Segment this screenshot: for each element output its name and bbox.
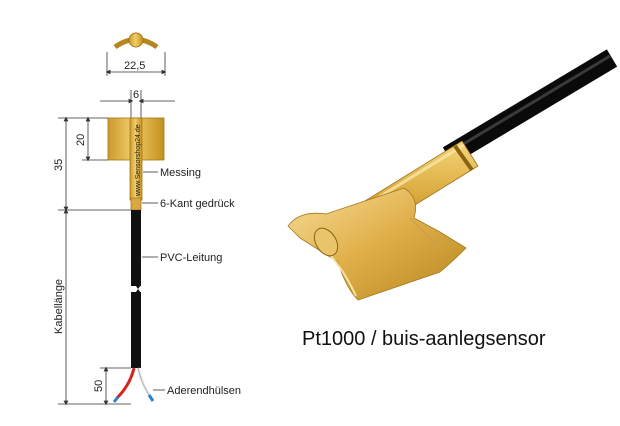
- callout-hex-label: 6-Kant gedrück: [160, 198, 235, 210]
- top-view-clip: [113, 32, 159, 50]
- hex-crimp: [130, 197, 142, 211]
- dimension-top-width: 22,5: [105, 52, 167, 76]
- dimension-sleeve-length: 35: [53, 116, 131, 212]
- cable-lower: [131, 292, 141, 368]
- dimension-end-length-label: 50: [93, 380, 105, 392]
- callout-hex: 6-Kant gedrück: [142, 198, 235, 210]
- dimension-cable-length-label: Kabellänge: [53, 279, 65, 334]
- callout-brass: Messing: [143, 167, 201, 179]
- dimension-sleeve-length-label: 35: [53, 159, 65, 171]
- dimension-top-width-label: 22,5: [124, 60, 145, 72]
- cable-upper: [131, 210, 141, 286]
- wire-ends: [112, 367, 155, 403]
- dimension-head-height-label: 20: [75, 134, 87, 146]
- dimension-end-length: 50: [93, 366, 131, 406]
- callout-ferrules-label: Aderendhülsen: [167, 385, 241, 397]
- photo-cable: [442, 49, 618, 165]
- sensorshop-watermark: www.Sensorshop24.de: [135, 124, 142, 197]
- callout-brass-label: Messing: [160, 167, 201, 179]
- dimension-head-height: 20: [75, 116, 108, 162]
- technical-drawing: 22,5 6 www.Sensorshop24.de: [53, 32, 241, 406]
- photo-tube-end: [313, 227, 339, 257]
- dimension-cable-length: Kabellänge: [53, 208, 131, 406]
- ferrule-red: [112, 396, 120, 403]
- ferrule-white: [147, 394, 155, 402]
- dimension-stem-width: 6: [100, 89, 175, 118]
- callout-cable: PVC-Leitung: [142, 252, 222, 264]
- photo-clip-plate: [287, 187, 467, 301]
- dimension-stem-width-label: 6: [133, 89, 139, 101]
- callout-cable-label: PVC-Leitung: [160, 252, 222, 264]
- photo-caption: Pt1000 / buis-aanlegsensor: [302, 328, 546, 350]
- product-photo: [287, 49, 618, 301]
- callout-ferrules: Aderendhülsen: [153, 385, 241, 397]
